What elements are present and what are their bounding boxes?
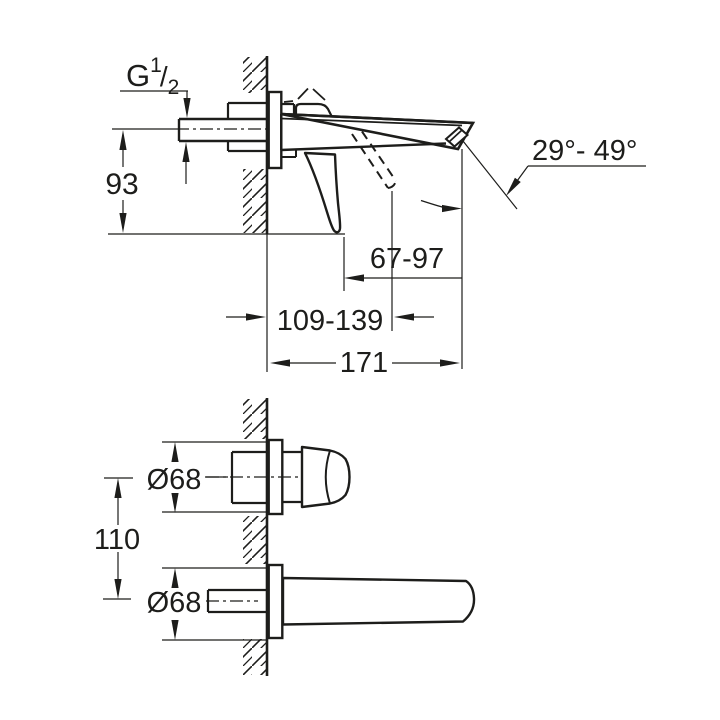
dim-93-arrow-down <box>119 213 127 233</box>
dim-93-arrow-up <box>119 130 127 150</box>
dim-109-139-arrow-right-pointing <box>246 313 266 321</box>
aerator-inner-line <box>448 129 463 143</box>
dim-171-arrow-left <box>270 359 290 367</box>
dim-171-arrow-right <box>440 359 460 367</box>
plan-hatch-upper <box>243 399 266 439</box>
dim-angle-label: 29°- 49° <box>532 135 637 167</box>
dim-handle-dia-label: Ø68 <box>147 464 202 496</box>
angle-reference-line <box>462 140 518 210</box>
pipe-outline <box>177 117 267 143</box>
handle-base-hump <box>294 102 333 118</box>
wall-section-plan <box>243 398 269 676</box>
dimension-handle-diameter: Ø68 <box>147 442 228 513</box>
plan-hatch-middle <box>243 516 266 564</box>
side-view: G1/2 93 67-97 109-139 <box>105 54 646 379</box>
dim-spout-dia-label: Ø68 <box>147 587 202 619</box>
extension-lines-plan <box>103 441 268 641</box>
dim-110-arrow-up <box>114 478 122 498</box>
thread-arrowhead-down <box>183 98 191 118</box>
handle-open-dashes-top <box>283 87 326 103</box>
dimension-spout-diameter: Ø68 <box>147 568 202 640</box>
swivel-arc-arrowhead <box>442 204 462 213</box>
dimension-109-139: 109-139 <box>226 305 434 337</box>
spout-top-inner-edge <box>280 117 463 127</box>
lever-handle-open-dashed <box>351 130 397 189</box>
thread-arrowhead-up <box>182 142 190 162</box>
spout-top-edge <box>280 112 474 125</box>
dimension-110: 110 <box>94 478 140 599</box>
open-lever-edge-1 <box>351 133 389 189</box>
dimension-thread: G1/2 <box>120 54 191 184</box>
spout-bottom-edge <box>280 142 447 152</box>
dimension-67-97: 67-97 <box>344 243 462 282</box>
inlet-pipe <box>112 101 267 153</box>
dim-spout-dia-arrow-up <box>171 568 179 588</box>
open-lever-tip-arc <box>387 180 397 189</box>
plan-view: Ø68 Ø68 110 <box>94 398 476 676</box>
extension-lines-side <box>108 149 463 369</box>
spout-unit-plan <box>206 563 476 640</box>
spout-side <box>280 112 476 158</box>
dim-handle-dia-arrow-up <box>171 442 179 462</box>
wall-hatch-upper <box>243 57 266 93</box>
wall-section-side <box>243 56 269 372</box>
dim-109-139-arrow-left-pointing <box>394 313 414 321</box>
dimension-93: 93 <box>105 130 139 233</box>
concealed-body-outline <box>226 101 267 153</box>
handle-base-side <box>281 87 333 118</box>
spout-escutcheon-plan <box>267 563 284 640</box>
handle-knob-dome-arc <box>324 450 331 504</box>
dim-93-label: 93 <box>105 168 138 201</box>
angle-leader-arrowhead <box>506 177 521 196</box>
handle-neck <box>282 450 302 504</box>
lever-handle-side <box>303 151 342 234</box>
spout-root-details <box>280 114 297 158</box>
aerator <box>444 126 470 148</box>
dim-110-label: 110 <box>94 524 140 556</box>
wall-hatch-lower <box>243 169 266 233</box>
dim-handle-dia-arrow-down <box>171 493 179 513</box>
dim-171-label: 171 <box>340 347 388 379</box>
escutcheon-plate-side <box>267 90 283 170</box>
handle-unit-plan <box>206 438 351 516</box>
spout-plan-outline <box>281 576 476 626</box>
open-lever-edge-2 <box>361 130 397 182</box>
dimension-angle: 29°- 49° <box>462 135 646 210</box>
swivel-arc-arrow <box>420 199 462 213</box>
plan-hatch-lower <box>243 639 266 675</box>
dim-67-97-label: 67-97 <box>370 243 444 275</box>
dimension-171: 171 <box>270 347 460 379</box>
dim-110-arrow-down <box>114 579 122 599</box>
dim-thread-label: G1/2 <box>126 54 179 99</box>
dim-109-139-label: 109-139 <box>277 305 383 337</box>
dim-67-97-arrow-left <box>344 274 364 282</box>
dim-spout-dia-arrow-down <box>171 620 179 640</box>
